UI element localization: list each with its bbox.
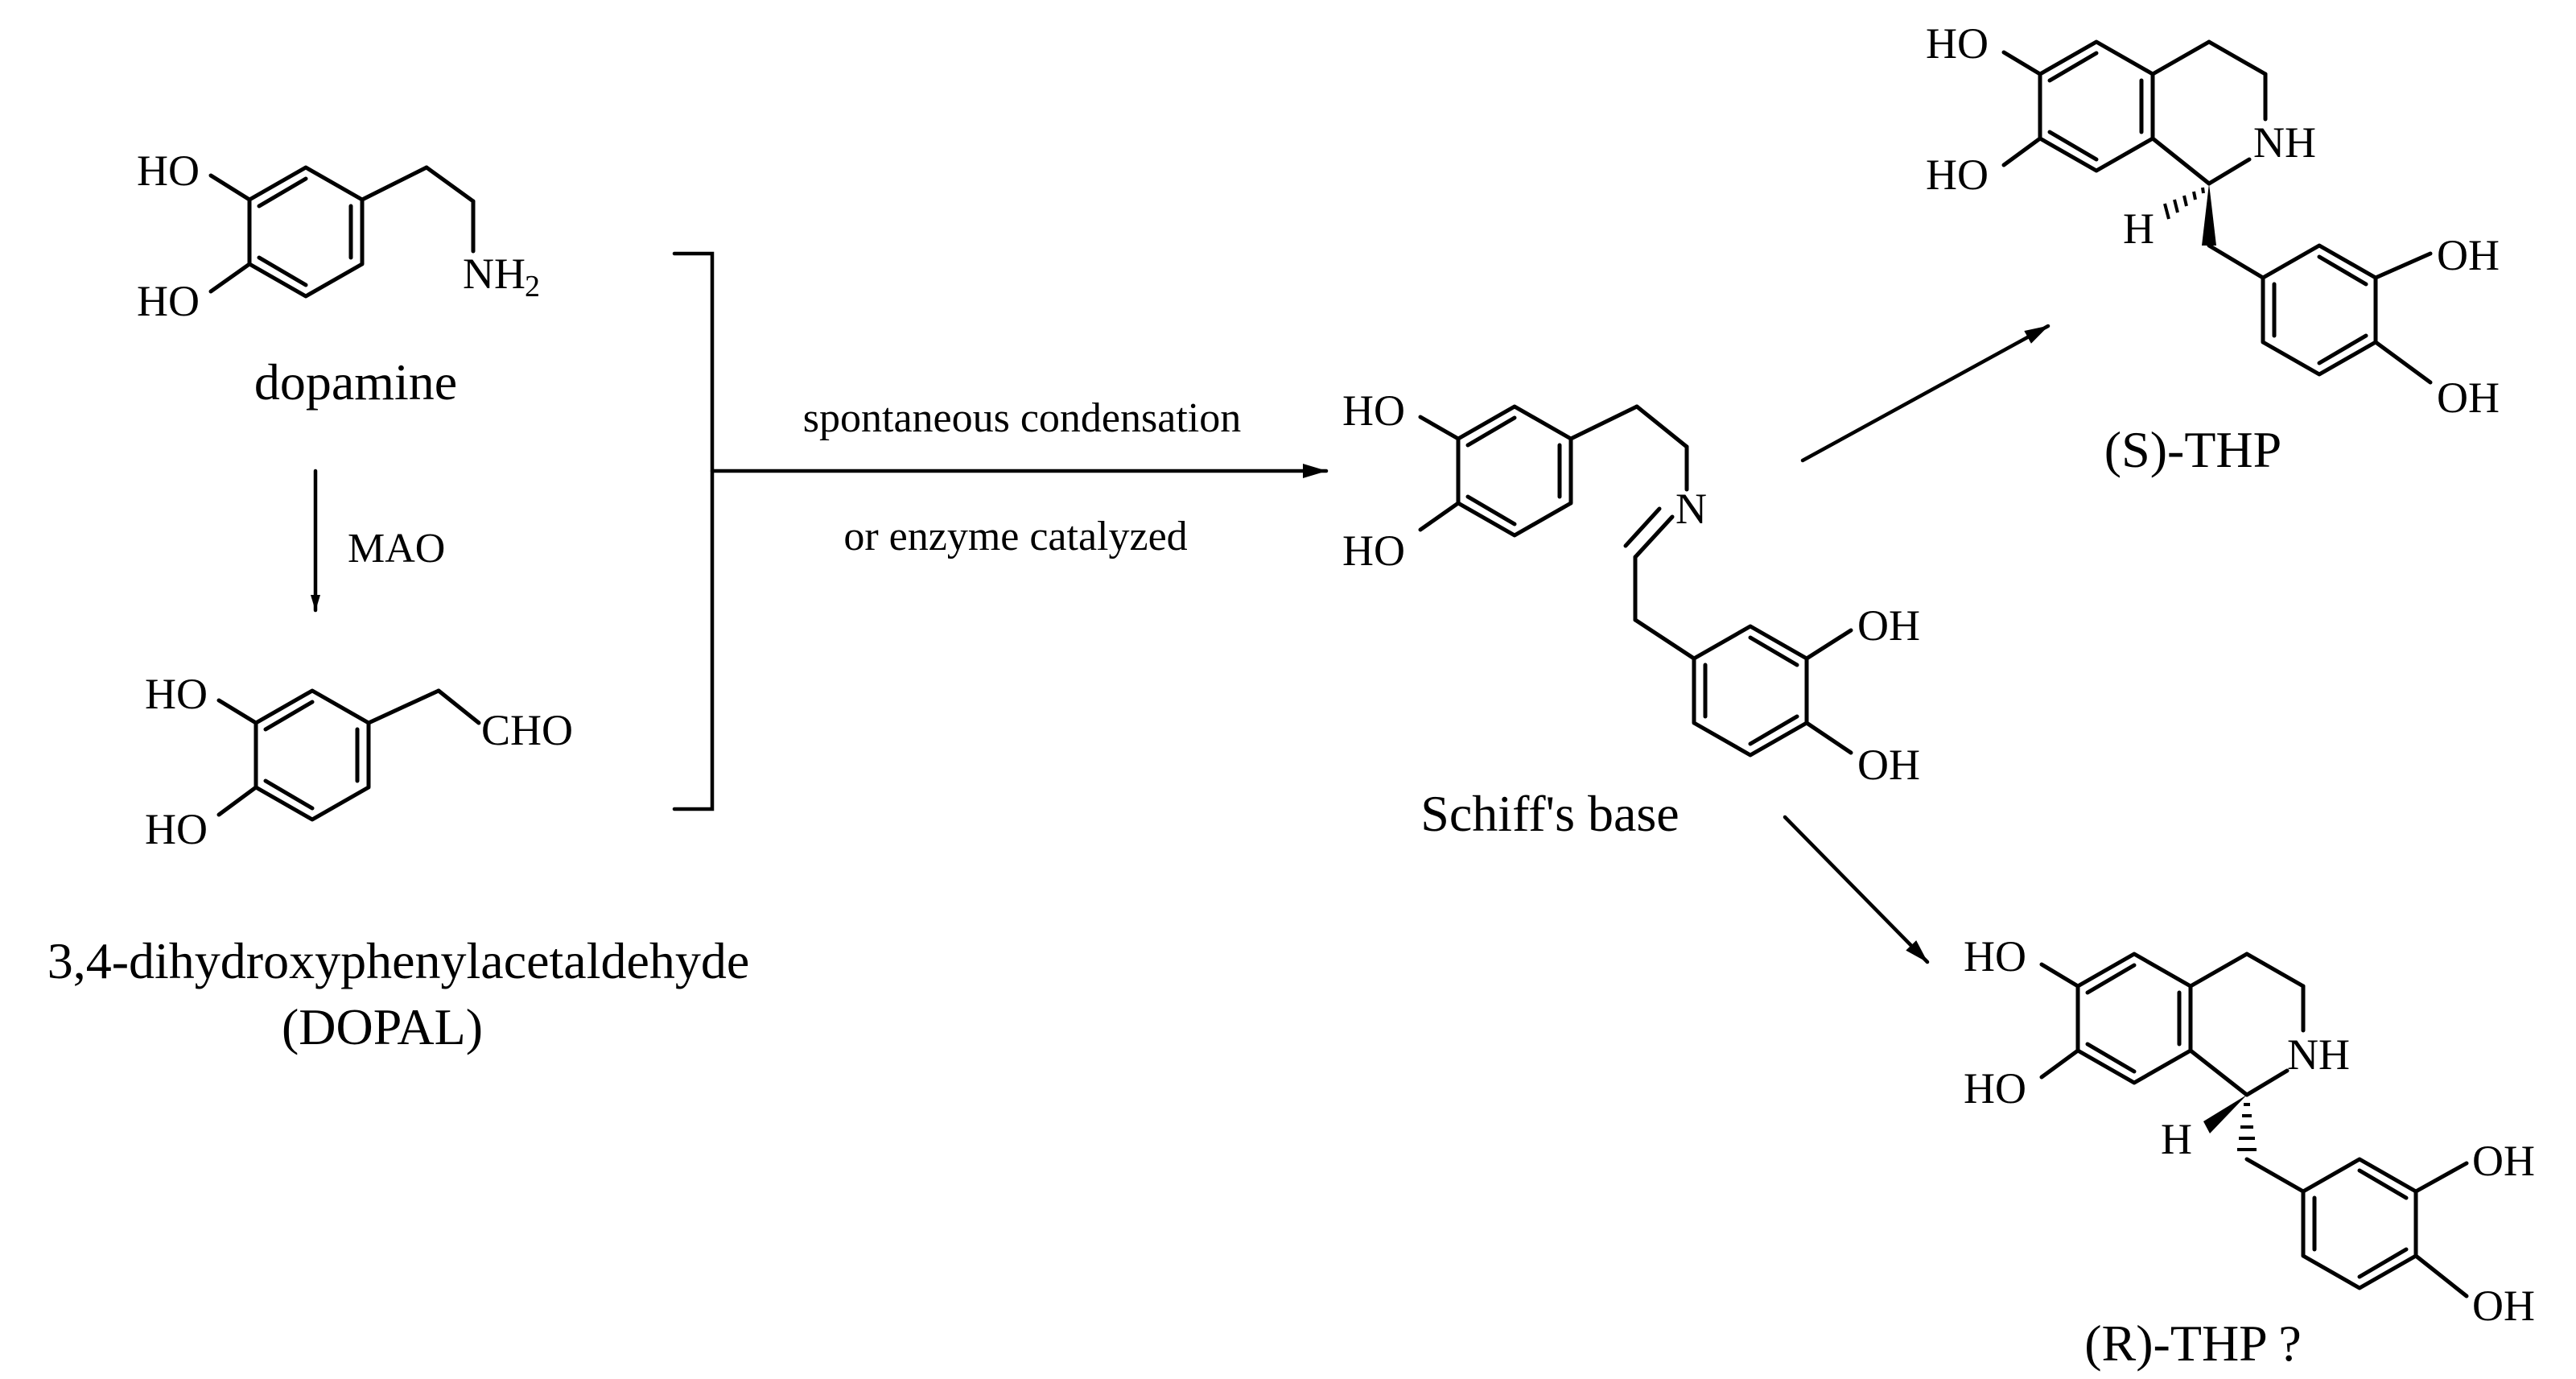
imine-n-label: N xyxy=(1675,485,1707,533)
hydroxyl-label: HO xyxy=(145,670,208,718)
condition-label: or enzyme catalyzed xyxy=(843,514,1187,559)
hydroxyl-label: HO xyxy=(137,277,200,325)
dopal-name-caption: 3,4-dihydroxyphenylacetaldehyde xyxy=(47,932,750,989)
s-thp-structure: HO HO NH H OH OH xyxy=(1926,19,2500,422)
hydroxyl-label: OH xyxy=(2437,231,2500,279)
product-arrow-r xyxy=(1783,815,1930,964)
hydroxyl-label: HO xyxy=(1342,526,1405,575)
hydroxyl-label: HO xyxy=(145,805,208,853)
hydroxyl-label: OH xyxy=(2437,374,2500,422)
hydrogen-label: H xyxy=(2161,1115,2192,1163)
r-thp-caption: (R)-THP ? xyxy=(2084,1315,2302,1372)
amine-label: NH xyxy=(2253,118,2316,167)
dopal-structure: HO HO CHO xyxy=(145,670,573,853)
hydroxyl-label: HO xyxy=(1926,19,1989,68)
hydroxyl-label: HO xyxy=(137,147,200,195)
aldehyde-label: CHO xyxy=(481,706,573,754)
amine-label: NH xyxy=(463,250,526,298)
hydroxyl-label: HO xyxy=(1926,151,1989,199)
hydroxyl-label: OH xyxy=(1857,601,1920,650)
reactant-bracket xyxy=(672,251,715,811)
hydrogen-label: H xyxy=(2123,204,2154,253)
hydroxyl-label: OH xyxy=(2472,1137,2535,1185)
r-thp-structure: HO HO NH H OH OH xyxy=(1964,932,2535,1330)
hydroxyl-label: HO xyxy=(1964,1064,2026,1113)
schiff-base-structure: HO HO N OH OH xyxy=(1342,386,1920,789)
mao-label: MAO xyxy=(348,526,445,572)
condition-label: spontaneous condensation xyxy=(803,395,1241,441)
s-thp-caption: (S)-THP xyxy=(2104,421,2281,478)
dopamine-structure: HO HO NH 2 xyxy=(137,147,540,325)
amine-label: NH xyxy=(2287,1030,2350,1079)
hydroxyl-label: HO xyxy=(1342,386,1405,435)
product-arrow-s xyxy=(1800,324,2050,463)
dopamine-caption: dopamine xyxy=(254,353,457,411)
dopal-abbr-caption: (DOPAL) xyxy=(282,998,483,1055)
hydroxyl-label: OH xyxy=(2472,1282,2535,1330)
hydroxyl-label: OH xyxy=(1857,741,1920,789)
schiff-base-caption: Schiff's base xyxy=(1420,785,1679,842)
amine-subscript: 2 xyxy=(525,270,540,303)
hydroxyl-label: HO xyxy=(1964,932,2026,981)
